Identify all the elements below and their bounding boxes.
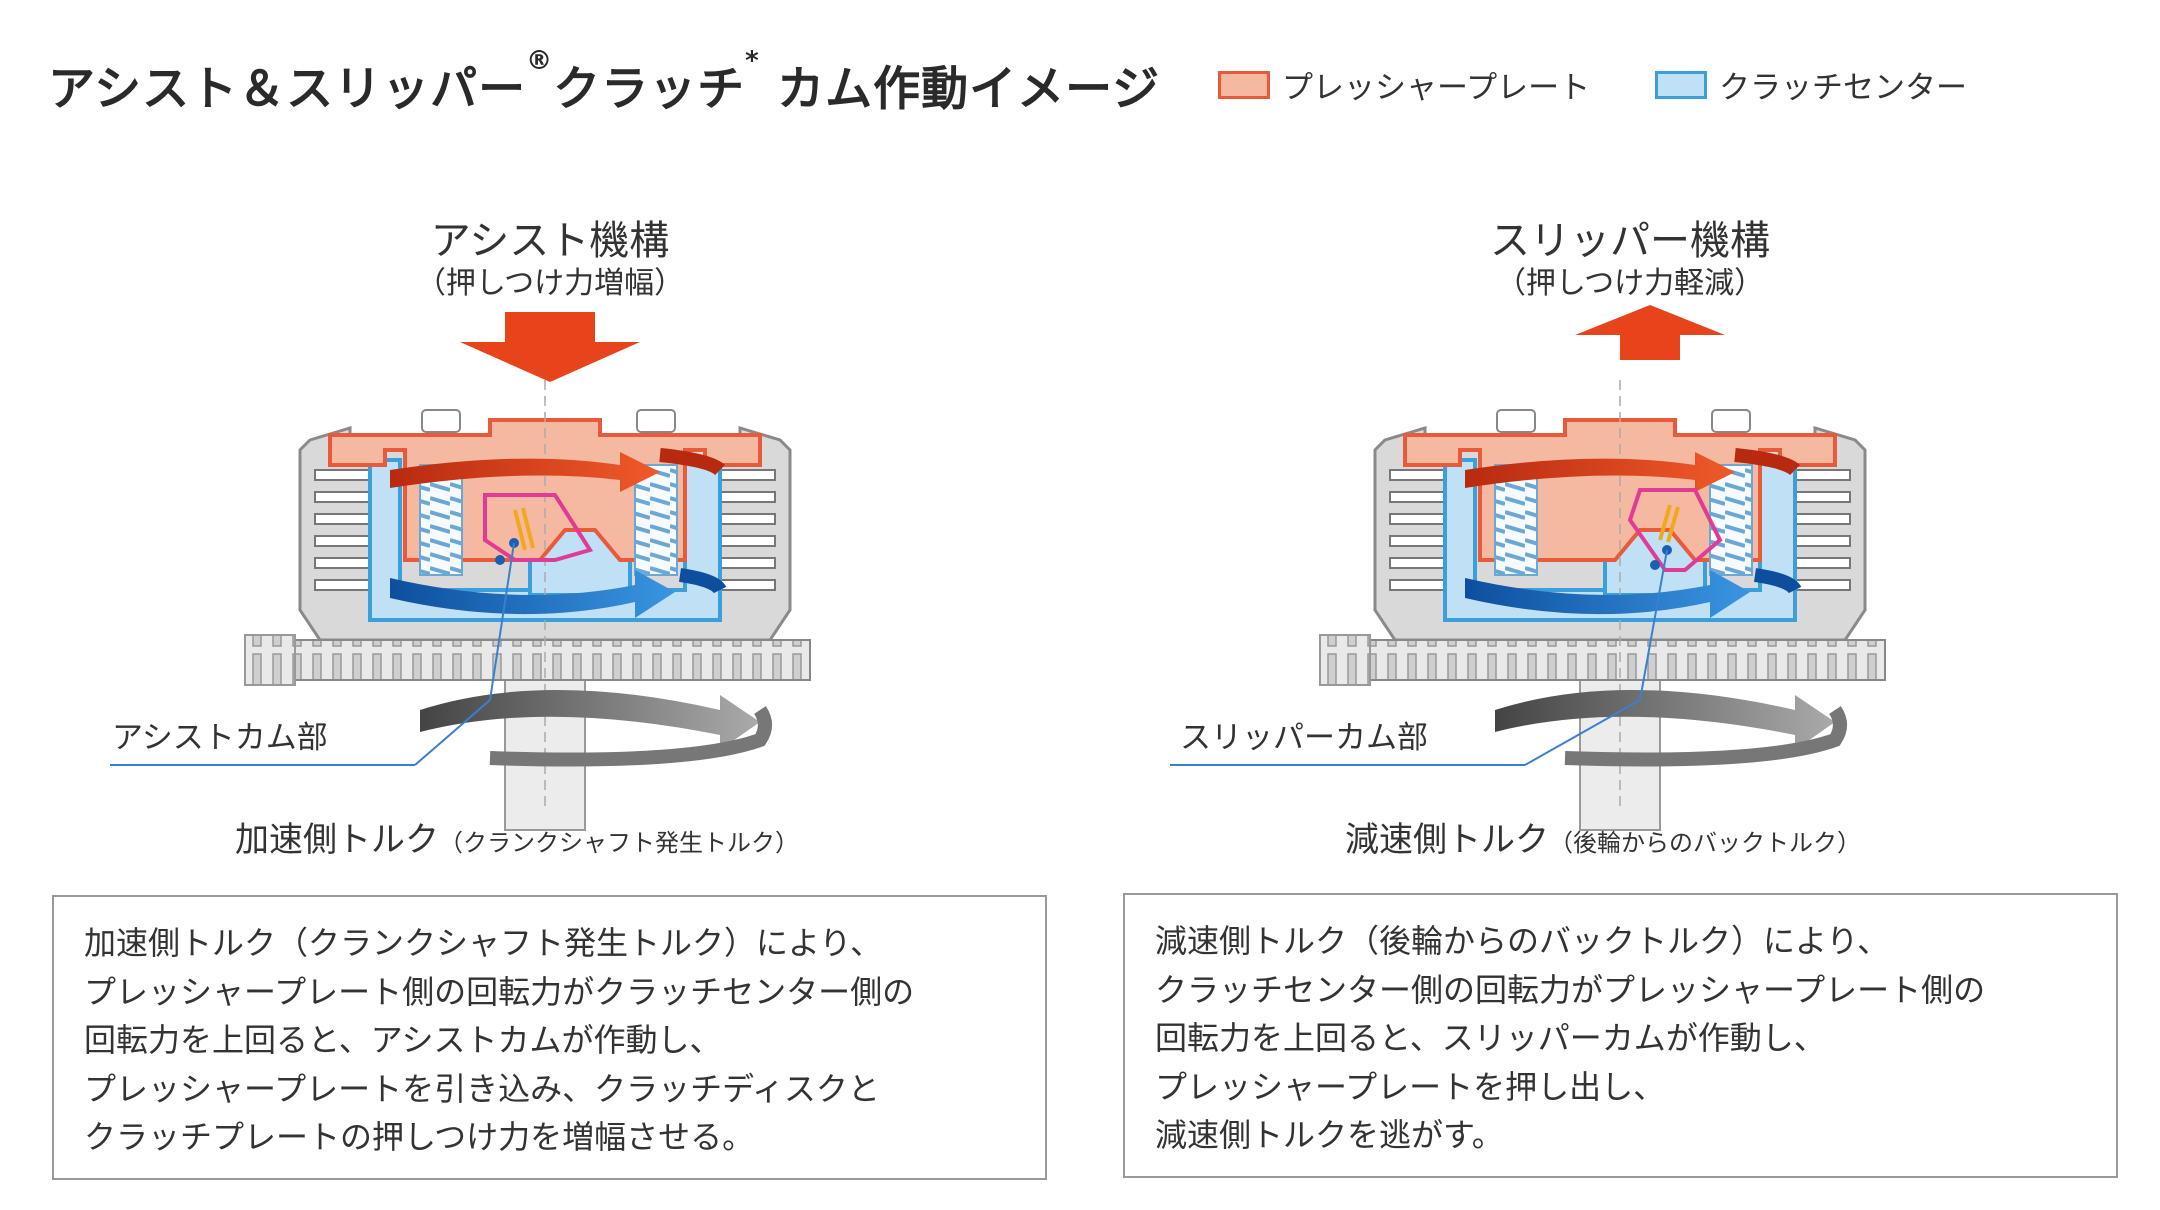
legend-label: クラッチセンター <box>1719 70 1967 106</box>
description-line: クラッチプレートの押しつけ力を増幅させる。 <box>84 1118 755 1156</box>
assist-subtitle: （押しつけ力増幅） <box>415 266 685 301</box>
description-line: 回転力を上回ると、スリッパーカムが作動し、 <box>1155 1019 1826 1057</box>
assist-caption: 加速側トルク（クランクシャフト発生トルク） <box>235 820 799 860</box>
slipper-subtitle: （押しつけ力軽減） <box>1495 266 1765 301</box>
legend-label: プレッシャープレート <box>1282 70 1591 106</box>
page-title: アシスト＆スリッパー®クラッチ* カム作動イメージ <box>48 46 1161 117</box>
assist-cam-highlight <box>483 493 594 562</box>
clutch-center-swatch <box>1655 70 1707 99</box>
assist-title: アシスト機構 <box>430 218 670 264</box>
description-line: 加速側トルク（クランクシャフト発生トルク）により、 <box>84 924 883 962</box>
description-line: 減速側トルクを逃がす。 <box>1155 1116 1504 1154</box>
description-line: プレッシャープレートを押し出し、 <box>1155 1067 1666 1106</box>
legend-clutch-center: クラッチセンター <box>1655 62 1967 107</box>
slipper-clutch-diagram <box>1320 380 1885 830</box>
description-line: クラッチセンター側の回転力がプレッシャープレート側の <box>1155 970 1986 1009</box>
pressure-plate-rotation-arrow <box>1465 452 1735 492</box>
pressure-plate-swatch <box>1218 70 1270 99</box>
description-line: 回転力を上回ると、アシストカムが作動し、 <box>84 1021 722 1059</box>
push-down-arrow <box>460 312 640 382</box>
assist-description-box: 加速側トルク（クランクシャフト発生トルク）により、 プレッシャープレート側の回転… <box>52 895 1047 1180</box>
slipper-cam-label: スリッパーカム部 <box>1180 720 1428 756</box>
clutch-center-rotation-arrow <box>390 570 675 618</box>
description-line: プレッシャープレート側の回転力がクラッチセンター側の <box>84 972 915 1011</box>
slipper-caption: 減速側トルク（後輪からのバックトルク） <box>1345 820 1861 860</box>
pressure-plate-rotation-arrow <box>390 452 660 492</box>
description-line: プレッシャープレートを引き込み、クラッチディスクと <box>84 1069 880 1108</box>
clutch-center-rotation-arrow <box>1465 570 1750 618</box>
description-line: 減速側トルク（後輪からのバックトルク）により、 <box>1155 922 1890 960</box>
slipper-cam-highlight <box>1627 488 1723 572</box>
push-up-arrow <box>1575 305 1725 360</box>
assist-cam-label: アシストカム部 <box>112 720 328 756</box>
assist-clutch-diagram <box>245 380 810 830</box>
slipper-title: スリッパー機構 <box>1490 218 1770 264</box>
slipper-description-box: 減速側トルク（後輪からのバックトルク）により、 クラッチセンター側の回転力がプレ… <box>1123 893 2118 1178</box>
legend-pressure-plate: プレッシャープレート <box>1218 62 1590 107</box>
